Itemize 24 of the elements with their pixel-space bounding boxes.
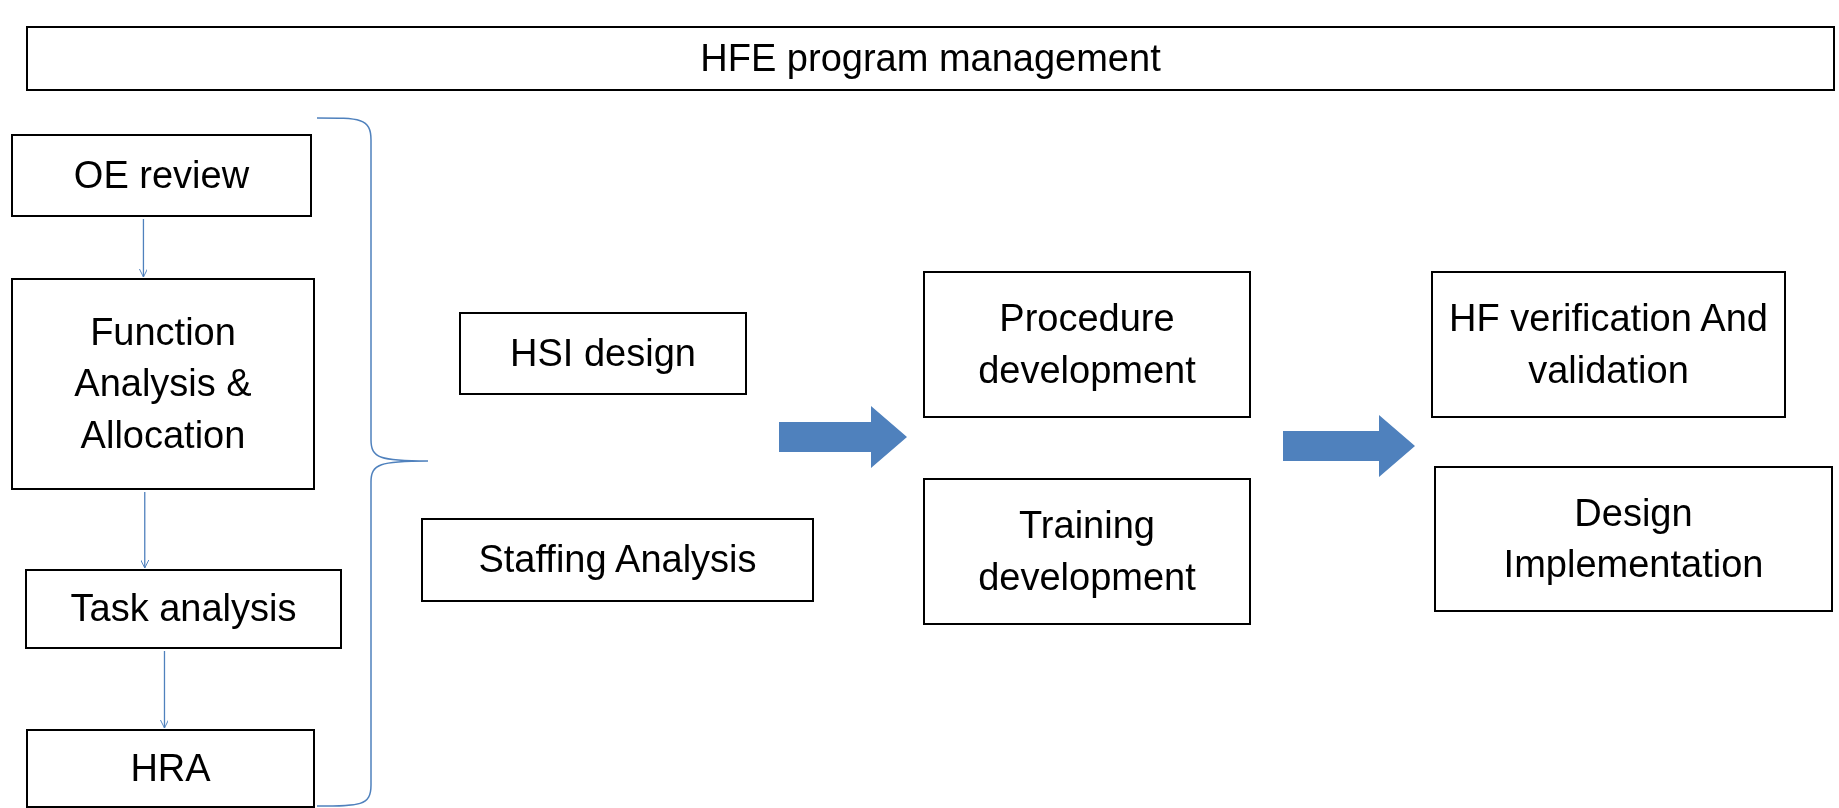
process-box [11,278,315,490]
process-box [1431,271,1786,418]
box-label: Training development [977,503,1197,600]
box-label: HRA [130,745,211,791]
box-label: Task analysis [70,586,297,632]
box-label: Design Implementation [1502,490,1765,587]
box-label: HSI design [510,330,696,376]
block-arrow [1283,415,1415,477]
process-box [923,271,1251,418]
process-box [25,569,342,649]
process-box [459,312,747,395]
box-label: Procedure development [977,296,1197,393]
box-label: HF verification And validation [1448,296,1769,393]
process-box [421,518,814,602]
block-arrow [779,406,907,468]
process-box [26,26,1835,91]
box-label: Function Analysis & Allocation [73,310,253,458]
process-box [11,134,312,217]
process-box [923,478,1251,625]
process-box [26,729,315,808]
box-label: HFE program management [700,35,1161,81]
box-label: Staffing Analysis [478,537,757,583]
process-box [1434,466,1833,612]
box-label: OE review [73,152,250,198]
